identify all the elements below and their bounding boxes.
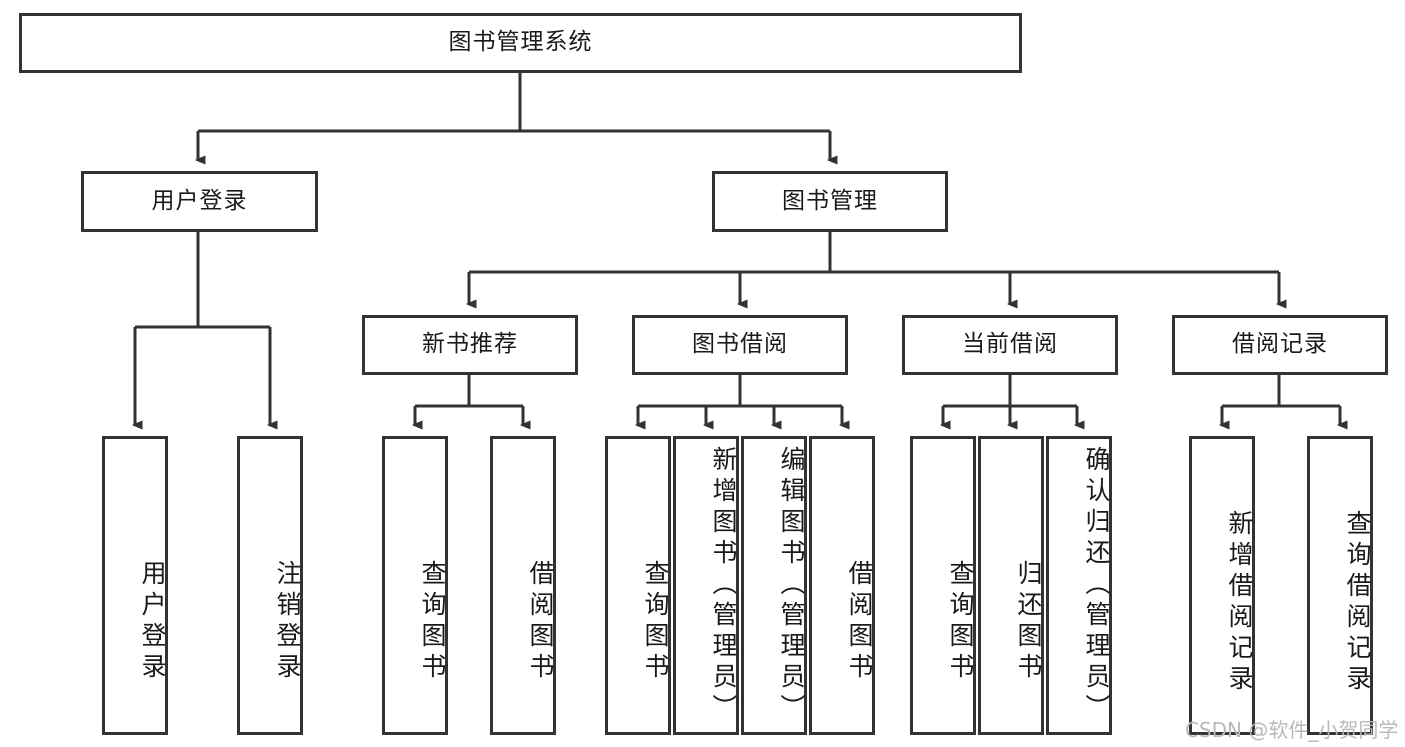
node-borrow-record[interactable]: 借阅记录 <box>1172 315 1388 375</box>
node-leaf-edit-book[interactable]: 编辑图书（管理员） <box>741 436 807 735</box>
node-leaf-add-borrow-record[interactable]: 新增借阅记录 <box>1189 436 1255 735</box>
node-label: 借阅图书 <box>845 559 874 684</box>
node-label: 新增图书（管理员） <box>709 446 738 725</box>
node-label: 用户登录 <box>138 559 167 684</box>
node-label: 图书管理系统 <box>448 29 593 56</box>
node-label: 查询图书 <box>946 559 975 684</box>
node-leaf-query-book-1[interactable]: 查询图书 <box>382 436 448 735</box>
node-label: 借阅记录 <box>1232 331 1328 358</box>
node-leaf-return-book[interactable]: 归还图书 <box>978 436 1044 735</box>
node-leaf-add-book[interactable]: 新增图书（管理员） <box>673 436 739 735</box>
node-book-borrow[interactable]: 图书借阅 <box>632 315 848 375</box>
node-leaf-logout-login[interactable]: 注销登录 <box>237 436 303 735</box>
node-label: 图书借阅 <box>692 331 788 358</box>
node-new-book-recommend[interactable]: 新书推荐 <box>362 315 578 375</box>
node-user-login[interactable]: 用户登录 <box>81 171 318 232</box>
node-label: 新增借阅记录 <box>1225 509 1254 696</box>
node-label: 新书推荐 <box>422 331 518 358</box>
node-label: 当前借阅 <box>962 331 1058 358</box>
node-leaf-query-book-3[interactable]: 查询图书 <box>910 436 976 735</box>
node-label: 借阅图书 <box>526 559 555 684</box>
node-label: 用户登录 <box>151 187 248 214</box>
node-leaf-query-book-2[interactable]: 查询图书 <box>605 436 671 735</box>
node-book-management-system[interactable]: 图书管理系统 <box>19 13 1022 73</box>
node-label: 归还图书 <box>1014 559 1043 684</box>
node-leaf-borrow-book-1[interactable]: 借阅图书 <box>490 436 556 735</box>
node-label: 查询借阅记录 <box>1343 509 1372 696</box>
node-label: 注销登录 <box>273 559 302 684</box>
node-leaf-query-borrow-record[interactable]: 查询借阅记录 <box>1307 436 1373 735</box>
node-label: 编辑图书（管理员） <box>777 446 806 725</box>
node-label: 确认归还（管理员） <box>1082 446 1111 725</box>
node-label: 查询图书 <box>641 559 670 684</box>
node-leaf-borrow-book-2[interactable]: 借阅图书 <box>809 436 875 735</box>
node-leaf-confirm-return[interactable]: 确认归还（管理员） <box>1046 436 1112 735</box>
node-leaf-user-login[interactable]: 用户登录 <box>102 436 168 735</box>
node-label: 图书管理 <box>782 187 878 214</box>
csdn-watermark: CSDN @软件_小贺同学 <box>1185 718 1399 742</box>
node-current-borrow[interactable]: 当前借阅 <box>902 315 1118 375</box>
node-label: 查询图书 <box>418 559 447 684</box>
node-book-management[interactable]: 图书管理 <box>712 171 948 232</box>
